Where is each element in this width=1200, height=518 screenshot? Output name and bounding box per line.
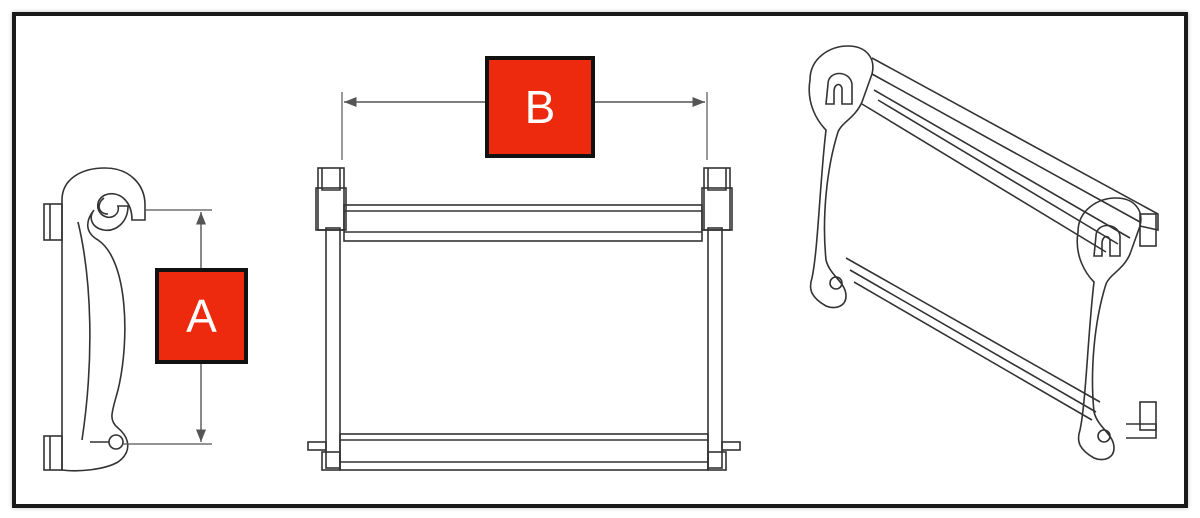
front-left-pin <box>307 441 327 451</box>
side-plate-inner-curve <box>77 221 91 441</box>
front-right-pin <box>721 441 741 451</box>
front-view <box>307 92 741 471</box>
side-hook-inner <box>98 197 109 215</box>
iso-bottom-beam <box>845 257 1101 403</box>
side-top-tab <box>43 203 63 241</box>
front-left-upright <box>325 227 341 469</box>
diagram-frame <box>12 12 1188 508</box>
dimension-b-label: B <box>485 56 595 158</box>
side-bottom-tab <box>43 435 63 471</box>
iso-back-plate <box>808 45 874 309</box>
iso-back-pin-hole <box>829 276 843 290</box>
iso-top-tab <box>1139 213 1157 247</box>
iso-bottom-tab <box>1139 401 1157 431</box>
front-right-upright <box>707 227 723 469</box>
front-top-beam <box>343 204 703 242</box>
dimension-a-label: A <box>155 268 248 364</box>
iso-front-pin-hole <box>1097 429 1111 443</box>
side-pin-hole <box>108 434 124 450</box>
side-view <box>43 167 212 472</box>
side-plate-outline <box>61 167 146 472</box>
iso-top-beam <box>871 57 1159 231</box>
isometric-view <box>808 45 1159 461</box>
